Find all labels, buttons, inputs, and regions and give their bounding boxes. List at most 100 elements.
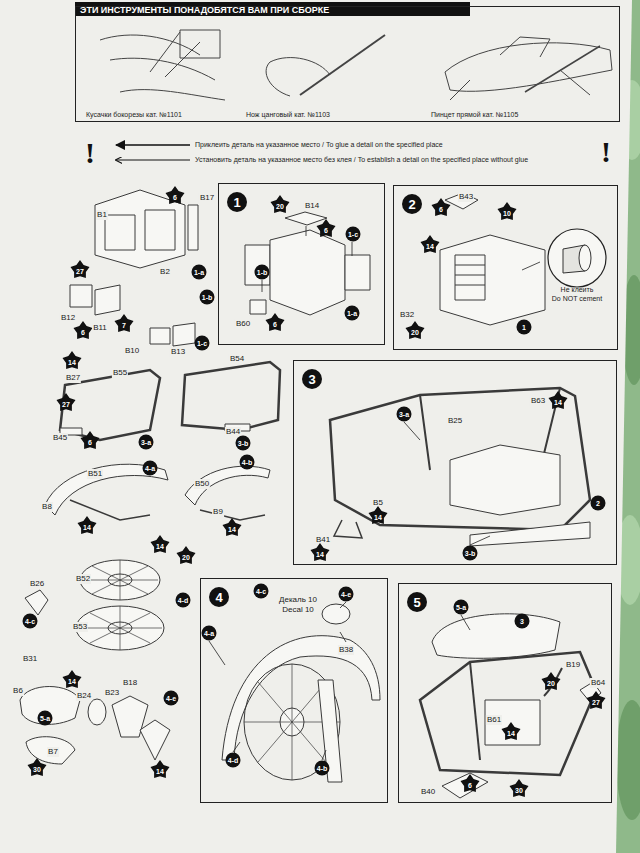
part-drawings xyxy=(70,285,120,315)
subassembly-callout: 3-a xyxy=(397,407,412,422)
legend-arrows xyxy=(116,145,190,160)
part-number: B60 xyxy=(235,319,251,329)
paint-number: 20 xyxy=(270,195,290,215)
part-drawings xyxy=(88,699,106,725)
note-text: Do NOT cement xyxy=(552,295,602,303)
part-number: B14 xyxy=(304,201,320,211)
part-number: B53 xyxy=(72,622,88,632)
paint-number: 20 xyxy=(176,546,196,566)
subassembly-callout: 4-b xyxy=(315,761,330,776)
part-drawings xyxy=(222,636,380,760)
part-drawings xyxy=(140,720,170,760)
part-drawing xyxy=(579,245,591,271)
part-number: B54 xyxy=(229,354,245,364)
part-drawings xyxy=(334,520,362,538)
part-number: B10 xyxy=(124,346,140,356)
paint-number: 14 xyxy=(77,516,97,536)
part-drawings xyxy=(188,205,198,250)
subassembly-callout: 4-a xyxy=(143,461,158,476)
part-number: B50 xyxy=(194,479,210,489)
step-number: 2 xyxy=(402,194,422,214)
paint-number: 14 xyxy=(501,722,521,742)
part-drawings xyxy=(345,255,370,290)
sheet-title: ЭТИ ИНСТРУМЕНТЫ ПОНАДОБЯТСЯ ВАМ ПРИ СБОР… xyxy=(80,6,329,15)
part-drawings xyxy=(485,700,540,745)
step-number: 1 xyxy=(227,192,247,212)
step-number: 5 xyxy=(407,592,427,612)
part-number: B45 xyxy=(52,433,68,443)
step-number: 4 xyxy=(209,587,229,607)
subassembly-callout: 4-d xyxy=(226,753,241,768)
paint-number: 27 xyxy=(586,691,606,711)
paint-number: 10 xyxy=(497,202,517,222)
paint-number: 27 xyxy=(70,260,90,280)
step-box: 3 xyxy=(293,360,617,565)
part-drawings xyxy=(270,230,345,315)
subassembly-callout: 5-a xyxy=(454,600,469,615)
part-number: B64 xyxy=(590,678,606,688)
paint-number: 6 xyxy=(165,186,185,206)
part-number: B43 xyxy=(458,192,474,202)
paint-number: 7 xyxy=(114,314,134,334)
part-number: B52 xyxy=(75,574,91,584)
part-number: B63 xyxy=(530,396,546,406)
paint-number: 14 xyxy=(310,543,330,563)
paint-number: 14 xyxy=(222,518,242,538)
part-drawings xyxy=(245,245,270,285)
legend-text: Установить деталь на указанное место без… xyxy=(195,156,528,163)
part-number: B7 xyxy=(47,747,59,757)
subassembly-callout: 1-c xyxy=(195,336,210,351)
paint-number: 14 xyxy=(548,391,568,411)
tool-caption: Нож цанговый кат. №1103 xyxy=(246,111,330,118)
legend-item: Установить деталь на указанное место без… xyxy=(195,156,528,163)
part-number: B26 xyxy=(29,579,45,589)
subassembly-callout: 3-b xyxy=(463,546,478,561)
paint-number: 6 xyxy=(431,198,451,218)
part-drawings xyxy=(455,255,485,300)
part-number: B32 xyxy=(399,310,415,320)
part-number: B8 xyxy=(41,502,53,512)
subassembly-callout: 4-e xyxy=(164,691,179,706)
tool-caption: Пинцет прямой кат. №1105 xyxy=(431,111,518,118)
part-drawings xyxy=(330,388,590,530)
part-drawings xyxy=(470,662,480,760)
circle-outline xyxy=(541,227,613,305)
part-number: B18 xyxy=(122,678,138,688)
part-number: B51 xyxy=(87,469,103,479)
tool-sketches xyxy=(100,30,612,100)
step-box: 5 xyxy=(398,583,612,803)
tool-sketches xyxy=(180,30,220,58)
subassembly-callout: 1-a xyxy=(345,306,360,321)
paint-number: 14 xyxy=(62,351,82,371)
part-drawings xyxy=(440,235,545,325)
part-number: B55 xyxy=(112,368,128,378)
subassembly-callout: 4-b xyxy=(240,455,255,470)
paint-number: 14 xyxy=(62,670,82,690)
paint-number: 6 xyxy=(80,431,100,451)
subassembly-callout: 3 xyxy=(515,614,530,629)
subassembly-callout: 4-e xyxy=(339,587,354,602)
subassembly-callout: 2 xyxy=(591,496,606,511)
subassembly-callout: 4-c xyxy=(254,584,269,599)
part-drawings xyxy=(105,210,175,250)
subassembly-callout: 4-a xyxy=(202,626,217,641)
part-drawings xyxy=(250,300,266,314)
step-number: 3 xyxy=(302,369,322,389)
part-drawings xyxy=(322,604,350,624)
part-number: B1 xyxy=(96,210,108,220)
tool-caption: Кусачки бокорезы кат. №1101 xyxy=(86,111,182,118)
part-number: B17 xyxy=(199,193,215,203)
part-number: B23 xyxy=(104,688,120,698)
part-number: B38 xyxy=(338,645,354,655)
paint-number: 14 xyxy=(368,506,388,526)
subassembly-callout: 4-d xyxy=(176,593,191,608)
part-drawings xyxy=(470,522,590,546)
part-drawings xyxy=(442,773,488,798)
warning-mark: ! xyxy=(601,137,611,167)
subassembly-callout: 4-c xyxy=(23,614,38,629)
paint-number: 14 xyxy=(150,535,170,555)
